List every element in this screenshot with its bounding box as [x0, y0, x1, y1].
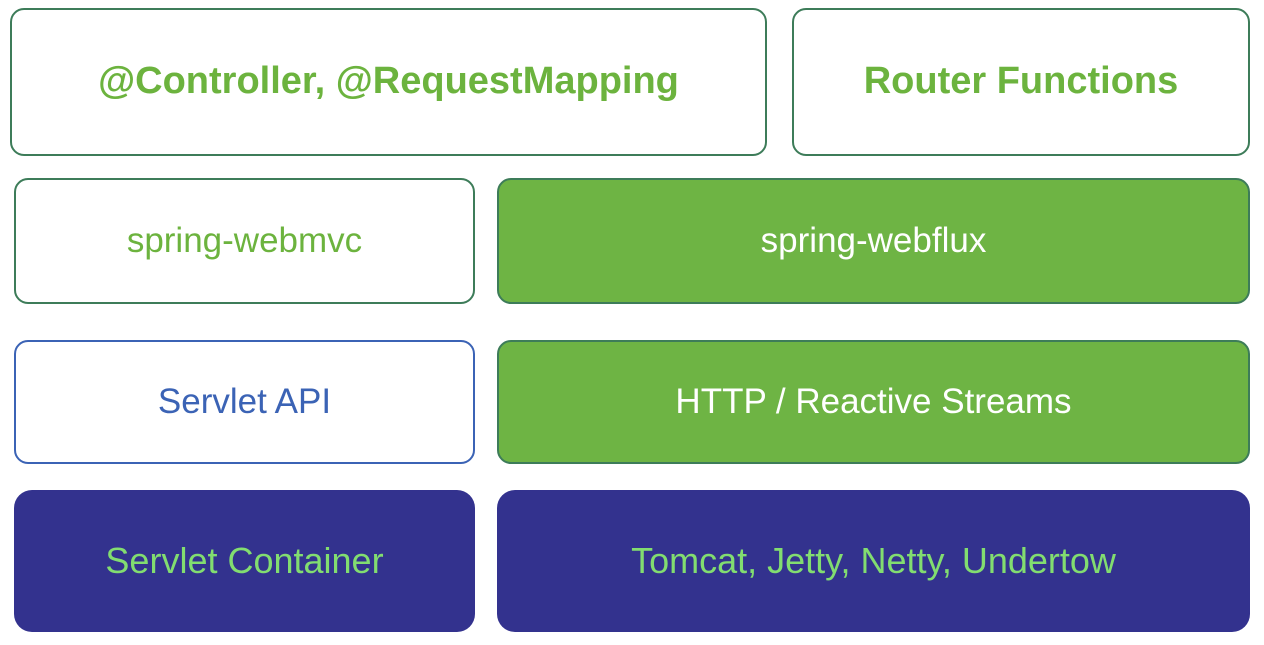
- box-servlet-container[interactable]: Servlet Container: [14, 490, 475, 632]
- box-http-reactive-streams[interactable]: HTTP / Reactive Streams: [497, 340, 1250, 464]
- box-router-functions[interactable]: Router Functions: [792, 8, 1250, 156]
- box-label-servlet-api: Servlet API: [157, 381, 332, 421]
- box-spring-webmvc[interactable]: spring-webmvc: [14, 178, 475, 304]
- box-server-runtimes[interactable]: Tomcat, Jetty, Netty, Undertow: [497, 490, 1250, 632]
- box-label-router-functions: Router Functions: [863, 60, 1179, 103]
- box-controller-requestmapping[interactable]: @Controller, @RequestMapping: [10, 8, 767, 156]
- box-label-server-runtimes: Tomcat, Jetty, Netty, Undertow: [631, 540, 1116, 582]
- box-label-controller-requestmapping: @Controller, @RequestMapping: [98, 60, 679, 103]
- box-label-spring-webflux: spring-webflux: [760, 220, 987, 260]
- box-label-http-reactive-streams: HTTP / Reactive Streams: [675, 381, 1072, 421]
- box-spring-webflux[interactable]: spring-webflux: [497, 178, 1250, 304]
- box-label-servlet-container: Servlet Container: [105, 540, 384, 582]
- box-label-spring-webmvc: spring-webmvc: [126, 220, 363, 260]
- box-servlet-api[interactable]: Servlet API: [14, 340, 475, 464]
